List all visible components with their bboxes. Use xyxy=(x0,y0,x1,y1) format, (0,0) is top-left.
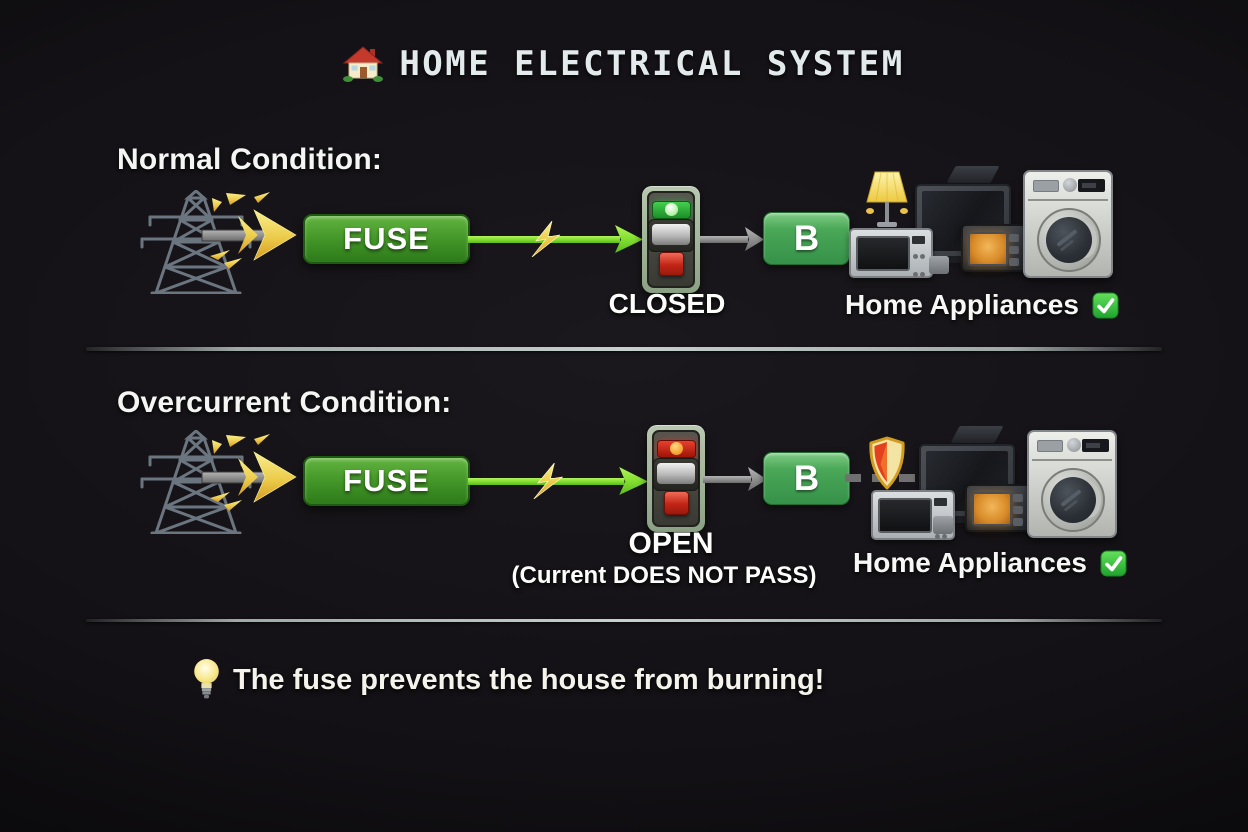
switch-lever xyxy=(653,457,699,492)
washing-machine-icon xyxy=(1027,430,1117,538)
normal-condition-heading: Normal Condition: xyxy=(117,143,383,176)
overcurrent-condition-heading: Overcurrent Condition: xyxy=(117,386,452,419)
game-console-icon xyxy=(929,256,949,274)
switch-indicator-green xyxy=(651,201,691,219)
game-console-icon xyxy=(933,516,953,534)
section-divider xyxy=(86,347,1162,351)
lamp-icon xyxy=(866,171,908,227)
breaker-box: B xyxy=(763,212,850,265)
fuse-label: FUSE xyxy=(343,463,430,498)
breaker-box: B xyxy=(763,452,850,505)
shield-icon xyxy=(869,436,905,490)
spark-arrow-icon xyxy=(196,192,308,276)
breaker-label: B xyxy=(793,218,820,258)
microwave-icon xyxy=(849,228,933,278)
fuse-box: FUSE xyxy=(303,214,470,264)
microwave-window xyxy=(878,498,932,533)
set-top-box-icon xyxy=(946,166,1000,183)
switch-trip-button xyxy=(663,491,689,515)
switch-lever xyxy=(648,218,694,253)
appliance-cluster xyxy=(847,426,1119,542)
connection-arrow-icon xyxy=(700,226,764,252)
microwave-icon xyxy=(871,490,955,540)
switch-panel xyxy=(647,191,695,288)
switch-panel xyxy=(652,430,700,527)
breaker-switch-closed xyxy=(642,186,700,293)
microwave-keypad xyxy=(912,236,927,277)
indicator-light xyxy=(664,203,678,217)
current-flow-arrow-icon xyxy=(468,221,643,257)
check-icon xyxy=(1092,292,1119,319)
washer-door xyxy=(1037,208,1101,272)
page-title: HOME ELECTRICAL SYSTEM xyxy=(399,44,905,84)
fuse-label: FUSE xyxy=(343,221,430,256)
house-icon xyxy=(343,46,384,82)
switch-note-label: (Current DOES NOT PASS) xyxy=(511,562,817,589)
switch-trip-button xyxy=(658,252,684,276)
section-divider xyxy=(86,619,1162,622)
breaker-label: B xyxy=(793,458,820,498)
toaster-oven-icon xyxy=(965,484,1031,532)
connection-arrow-icon xyxy=(703,466,767,492)
washer-door xyxy=(1041,468,1105,532)
breaker-switch-open xyxy=(647,425,705,532)
indicator-light xyxy=(669,442,683,456)
spark-arrow-icon xyxy=(196,434,308,518)
lightbulb-icon xyxy=(194,659,219,699)
title-bar: HOME ELECTRICAL SYSTEM xyxy=(0,44,1248,84)
check-icon xyxy=(1100,550,1127,577)
footer-note: The fuse prevents the house from burning… xyxy=(233,664,825,696)
toaster-oven-icon xyxy=(961,224,1027,272)
current-flow-arrow-icon xyxy=(468,463,648,499)
toaster-oven-window xyxy=(972,492,1012,526)
appliances-caption: Home Appliances xyxy=(845,289,1119,321)
switch-indicator-red xyxy=(656,440,696,458)
appliances-caption: Home Appliances xyxy=(853,547,1127,579)
washing-machine-icon xyxy=(1023,170,1113,278)
appliances-label: Home Appliances xyxy=(853,547,1087,578)
switch-state-label-closed: CLOSED xyxy=(608,288,726,319)
switch-state-label-open: OPEN xyxy=(628,527,714,560)
appliances-label: Home Appliances xyxy=(845,289,1079,320)
fuse-box: FUSE xyxy=(303,456,470,506)
microwave-window xyxy=(856,236,910,271)
appliance-cluster xyxy=(843,166,1115,282)
toaster-oven-window xyxy=(968,232,1008,266)
set-top-box-icon xyxy=(950,426,1004,443)
